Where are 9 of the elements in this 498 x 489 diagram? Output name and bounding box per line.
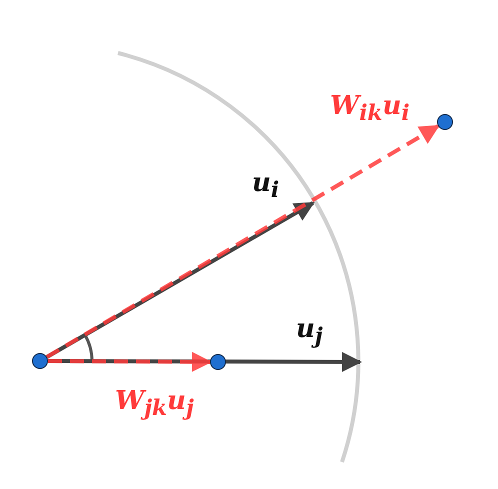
edge-label: u$_{j}$ xyxy=(296,316,323,348)
edge-label: W$_{ik}$u$_{i}$ xyxy=(330,93,410,125)
point-dot xyxy=(32,353,48,369)
arrow xyxy=(46,124,440,359)
arrow xyxy=(48,352,212,372)
edge-label: W$_{jk}$u$_{j}$ xyxy=(115,388,194,420)
edge-label: u$_{i}$ xyxy=(252,170,280,202)
point-dot xyxy=(437,114,453,130)
point-dot xyxy=(210,354,226,370)
